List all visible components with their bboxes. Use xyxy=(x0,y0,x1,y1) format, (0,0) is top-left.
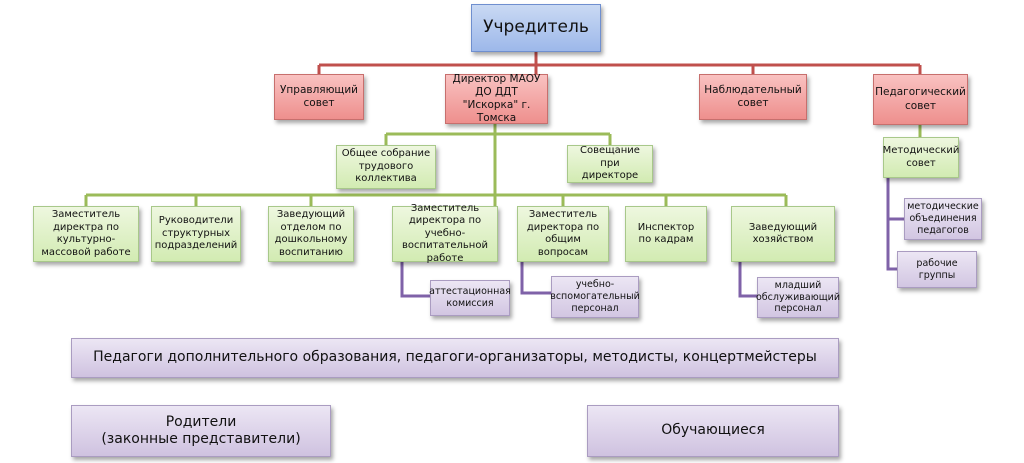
teachers-band: Педагоги дополнительного образования, пе… xyxy=(71,338,839,378)
deputy-educational-label: Заместитель директора по учебно-воспитат… xyxy=(402,202,488,264)
deputy-general-label: Заместитель директора по общим вопросам xyxy=(526,209,600,258)
deputy-general-box: Заместитель директора по общим вопросам xyxy=(517,206,609,262)
household-head-label: Заведующий хозяйством xyxy=(748,221,818,246)
deputy-cultural-box: Заместитель директра по культурно-массов… xyxy=(33,206,139,262)
managing-council-box: Управляющий совет xyxy=(274,74,364,120)
red-connectors xyxy=(317,52,922,74)
support-staff-box: учебно-вспомогательный персонал xyxy=(550,276,640,318)
working-groups-label: рабочие группы xyxy=(916,257,958,281)
preschool-head-label: Заведующий отделом по дошкольному воспит… xyxy=(274,209,348,258)
green-connectors xyxy=(84,124,922,206)
purple-connectors xyxy=(400,178,904,298)
parents-label-line1: Родители xyxy=(165,413,237,430)
attestation-commission-box: аттестационная комиссия xyxy=(429,280,511,316)
working-groups-box: рабочие группы xyxy=(897,251,977,288)
general-meeting-box: Общее собрание трудового коллектива xyxy=(336,145,436,189)
methodical-council-box: Методический совет xyxy=(883,137,959,178)
pedagogical-council-label: Педагогический совет xyxy=(875,86,966,112)
director-label: Директор МАОУ ДО ДДТ "Искорка" г. Томска xyxy=(452,72,541,125)
director-box: Директор МАОУ ДО ДДТ "Искорка" г. Томска xyxy=(445,72,548,125)
attestation-commission-label: аттестационная комиссия xyxy=(429,286,511,309)
supervisory-council-box: Наблюдательный совет xyxy=(699,74,807,120)
supervisory-council-label: Наблюдательный совет xyxy=(704,83,802,109)
unit-heads-box: Руководители структурных подразделений xyxy=(151,206,241,262)
students-label: Обучающиеся xyxy=(661,422,765,439)
service-staff-box: младший обслуживающий персонал xyxy=(755,277,841,318)
deputy-educational-box: Заместитель директора по учебно-воспитат… xyxy=(392,203,498,264)
hr-inspector-label: Инспектор по кадрам xyxy=(637,221,695,246)
service-staff-label: младший обслуживающий персонал xyxy=(755,279,841,315)
hr-inspector-box: Инспектор по кадрам xyxy=(625,206,707,262)
parents-label-line2: (законные представители) xyxy=(101,431,301,447)
methodical-associations-box: методические объединения педагогов xyxy=(904,198,982,240)
director-meeting-label: Совещание при директоре xyxy=(580,145,640,182)
founder-box: Учредитель xyxy=(471,4,601,52)
managing-council-label: Управляющий совет xyxy=(280,83,358,109)
support-staff-label: учебно-вспомогательный персонал xyxy=(550,279,640,314)
methodical-council-label: Методический совет xyxy=(882,145,960,169)
general-meeting-label: Общее собрание трудового коллектива xyxy=(341,148,431,185)
teachers-label: Педагоги дополнительного образования, пе… xyxy=(93,349,817,366)
pedagogical-council-box: Педагогический совет xyxy=(873,74,968,125)
deputy-cultural-label: Заместитель директра по культурно-массов… xyxy=(41,209,131,258)
founder-label: Учредитель xyxy=(483,17,589,38)
household-head-box: Заведующий хозяйством xyxy=(731,206,835,262)
director-meeting-box: Совещание при директоре xyxy=(567,145,653,183)
students-box: Обучающиеся xyxy=(587,405,839,457)
preschool-head-box: Заведующий отделом по дошкольному воспит… xyxy=(268,206,354,262)
methodical-associations-label: методические объединения педагогов xyxy=(907,201,979,236)
unit-heads-label: Руководители структурных подразделений xyxy=(154,215,238,252)
parents-box: Родители (законные представители) xyxy=(71,405,331,457)
